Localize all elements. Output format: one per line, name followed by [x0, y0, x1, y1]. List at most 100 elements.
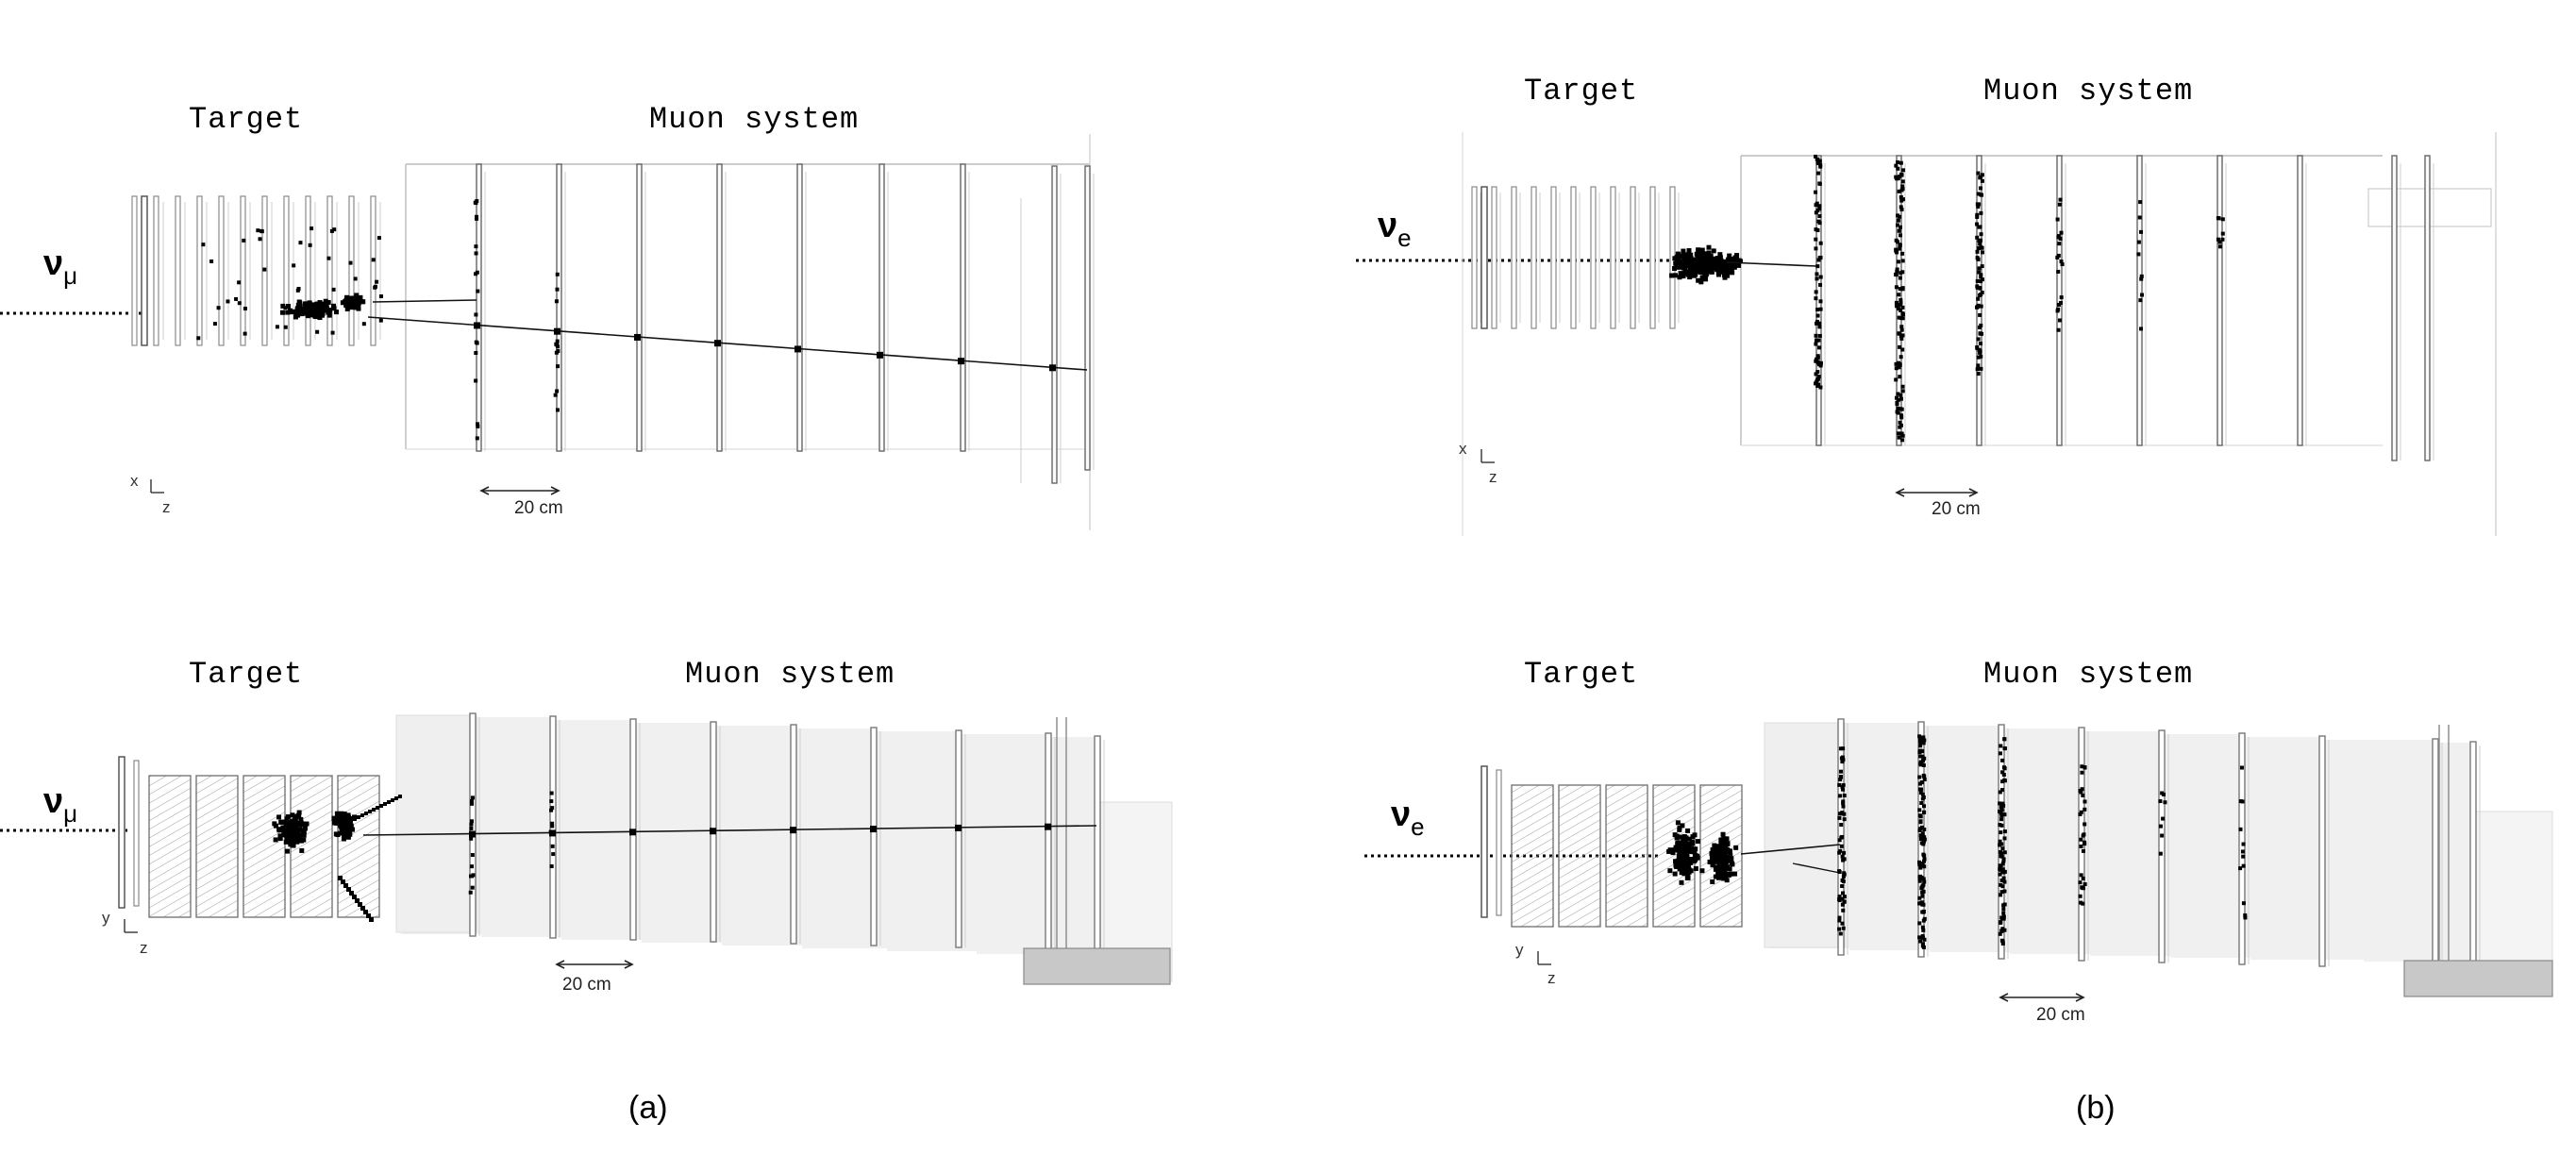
hit-b-top-plane1 — [1816, 171, 1821, 176]
hit-b-bottom-plane3 — [1999, 929, 2004, 933]
muon-front-panel-a-bottom — [395, 714, 477, 933]
neutrino-label-b-bottom: νe — [1391, 795, 1425, 841]
hit-b-bottom-plane5 — [2158, 851, 2163, 856]
hit-a-top-scatter — [379, 294, 384, 299]
hit-b-bottom-plane1 — [1841, 783, 1846, 788]
hit-b-top-plane3 — [1978, 286, 1982, 291]
hit-b-top-plane1 — [1815, 272, 1819, 276]
hit-b-bottom-plane2 — [1922, 775, 1927, 779]
hit-b-top-plane2 — [1897, 435, 1901, 440]
hit-b-bottom-shower2 — [1718, 837, 1724, 843]
hit-b-bottom-shower — [1685, 859, 1691, 864]
hit-a-bottom-vertex — [285, 828, 291, 833]
muon-plane-a-top — [1051, 165, 1058, 484]
target-wall-b-top — [1550, 186, 1557, 329]
hit-a-top-plane1 — [474, 312, 478, 317]
hit-b-bottom-plane3 — [2002, 737, 2007, 742]
hit-b-top-plane3 — [1976, 363, 1981, 368]
hit-a-bottom-vertex — [299, 847, 305, 853]
hit-b-top-plane3 — [1980, 245, 1984, 250]
hit-a-bottom-vertex2 — [346, 821, 352, 827]
hit-b-top-shower — [1706, 250, 1712, 256]
hit-a-top-vertex — [320, 305, 326, 310]
hit-b-top-plane1 — [1814, 190, 1818, 194]
scale-bar-b-bottom-right-arrow — [2075, 993, 2085, 1002]
hit-a-bottom-plane1 — [469, 826, 474, 830]
hit-b-bottom-shower2 — [1715, 844, 1721, 849]
hit-b-bottom-shower2 — [1717, 866, 1723, 872]
hit-b-top-shower — [1717, 255, 1723, 260]
hit-b-top-shower2 — [1730, 270, 1735, 276]
hit-b-bottom-plane2 — [1919, 761, 1924, 765]
hit-b-bottom-shower2 — [1715, 866, 1720, 872]
hit-b-bottom-shower — [1676, 862, 1681, 868]
hit-b-top-plane5 — [2136, 252, 2141, 257]
hit-b-bottom-shower — [1680, 849, 1685, 855]
hit-b-bottom-shower — [1690, 841, 1696, 846]
scale-bar-b-bottom-left-arrow — [1999, 993, 2009, 1002]
hit-b-bottom-shower2 — [1713, 852, 1718, 858]
hit-b-bottom-plane3 — [1999, 882, 2003, 887]
hit-b-bottom-plane3 — [1998, 823, 2002, 828]
hit-b-bottom-plane4 — [2078, 894, 2083, 898]
hit-a-top-vertex — [317, 315, 323, 321]
hit-b-bottom-plane1 — [1842, 850, 1847, 855]
hit-b-top-plane2 — [1897, 228, 1901, 233]
hit-b-bottom-plane2 — [1921, 735, 1926, 740]
hit-b-top-plane5 — [2139, 326, 2144, 331]
hit-b-bottom-shower — [1699, 868, 1705, 874]
hit-b-bottom-plane2 — [1919, 885, 1924, 890]
muon-plane-b-top — [2297, 155, 2303, 446]
hit-b-top-plane2 — [1894, 175, 1899, 179]
target-wall-b-top — [1531, 186, 1537, 329]
hit-b-top-plane2 — [1899, 336, 1904, 341]
hit-b-top-plane5 — [2139, 276, 2144, 281]
hit-b-bottom-shower2 — [1725, 841, 1731, 846]
target-brick-a-bottom — [337, 775, 380, 918]
hit-b-bottom-plane4 — [2080, 885, 2084, 890]
hit-b-top-plane2 — [1900, 259, 1905, 263]
hit-a-top-vertex2 — [360, 299, 366, 305]
hit-b-bottom-shower2 — [1710, 862, 1715, 868]
muon-plane-a-top — [476, 163, 482, 452]
hit-b-bottom-shower — [1690, 834, 1696, 840]
hit-a-bottom-jet — [391, 798, 394, 802]
target-wall-a-top — [240, 195, 246, 346]
hit-b-top-plane1 — [1815, 276, 1819, 281]
hit-b-top-plane3 — [1979, 354, 1983, 359]
hit-a-top-vertex — [295, 312, 301, 318]
hit-b-bottom-shower — [1677, 843, 1682, 848]
hit-b-top-plane2 — [1896, 307, 1900, 311]
scale-label-b-bottom: 20 cm — [2036, 1005, 2085, 1025]
hit-b-top-shower — [1690, 259, 1696, 264]
hit-a-bottom-vertex — [286, 821, 292, 827]
hit-b-bottom-plane3 — [2002, 869, 2007, 874]
hit-b-bottom-plane1 — [1837, 894, 1842, 898]
hit-a-top-vertex — [312, 306, 318, 311]
hit-a-bottom-jet2 — [346, 887, 351, 892]
hit-b-bottom-plane1 — [1841, 787, 1846, 792]
hit-a-bottom-vertex2 — [334, 811, 340, 816]
hit-a-top-vertex — [323, 298, 328, 304]
hit-a-bottom-vertex — [289, 829, 294, 835]
target-brick-b-bottom — [1605, 784, 1648, 928]
hit-a-bottom-jet — [376, 806, 379, 810]
hit-a-bottom-vertex — [298, 816, 304, 822]
hit-b-bottom-shower2 — [1727, 871, 1732, 877]
hit-a-bottom-jet — [383, 802, 387, 806]
hit-b-top-shower2 — [1733, 258, 1739, 263]
caption-b: (b) — [2076, 1090, 2116, 1126]
hit-a-bottom-vertex — [276, 827, 282, 832]
hit-b-bottom-plane3 — [1998, 843, 2002, 847]
hit-b-bottom-plane3 — [2002, 879, 2007, 884]
hit-b-bottom-shower2 — [1717, 869, 1723, 875]
hit-b-bottom-shower — [1674, 835, 1680, 841]
hit-b-bottom-plane3 — [2001, 803, 2006, 808]
hit-b-top-shower — [1687, 260, 1693, 266]
hit-b-top-shower — [1674, 254, 1680, 260]
hit-b-top-plane1 — [1814, 333, 1818, 338]
hit-b-bottom-plane2 — [1922, 827, 1927, 831]
hit-a-bottom-vertex — [296, 827, 302, 832]
muon-track-hit-a-bottom — [710, 828, 716, 835]
hit-a-top-vertex — [280, 303, 286, 309]
